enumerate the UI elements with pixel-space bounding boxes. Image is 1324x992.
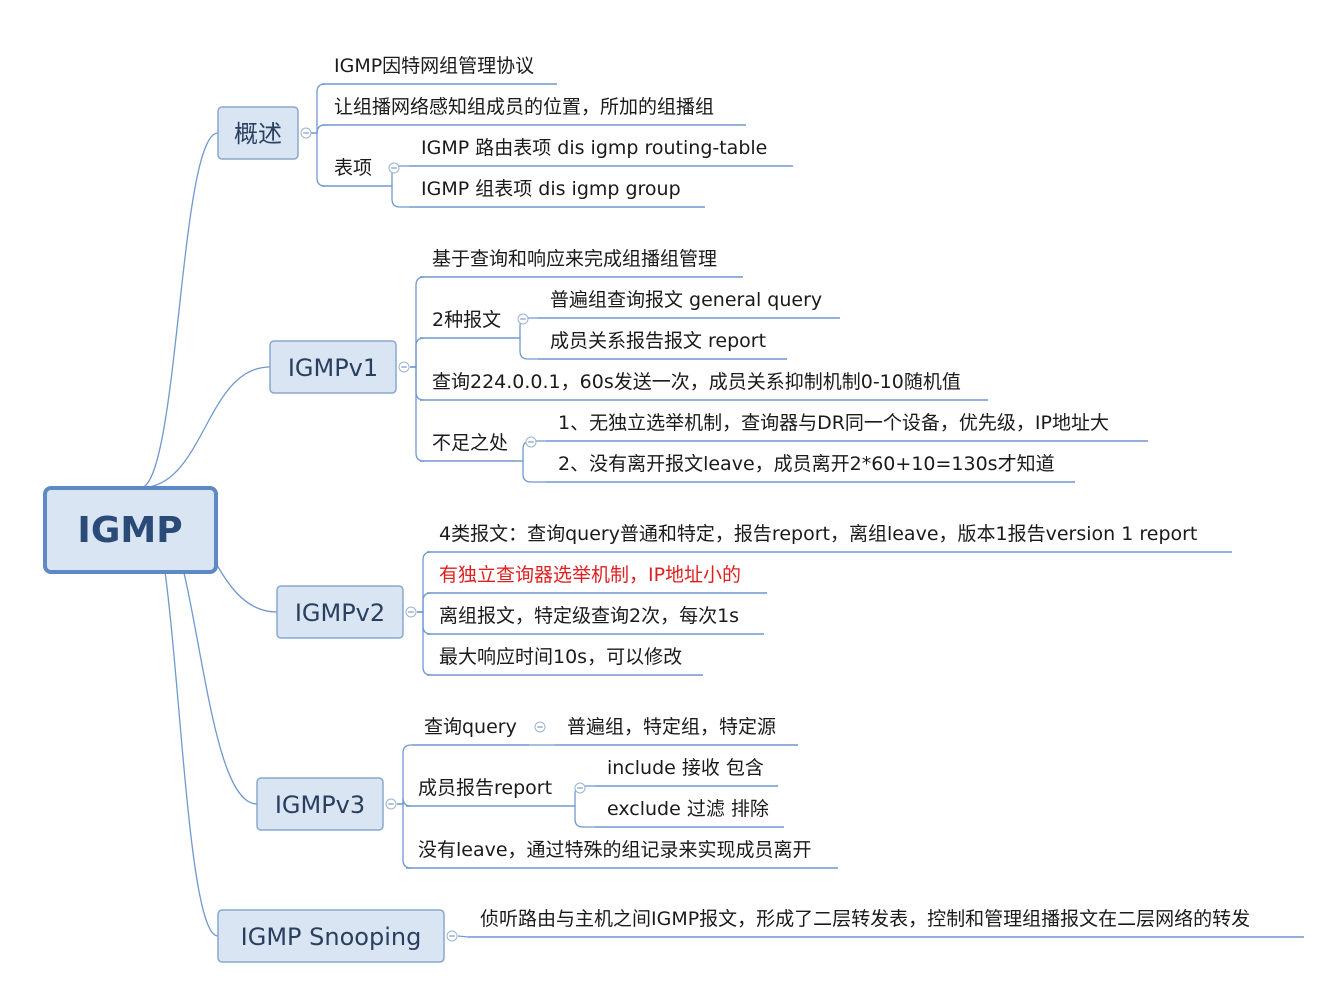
v1-connector-3 [410,366,425,462]
v1-shortcoming-0-label: 1、无独立选举机制，查询器与DR同一个设备，优先级，IP地址大 [558,412,1109,434]
root-connector-0 [139,132,219,489]
branch-collapse-toggle-2[interactable] [405,606,417,618]
v2-connector-0 [417,551,432,613]
v2-item-0-label: 4类报文：查询query普通和特定，报告report，离组leave，版本1报告… [439,523,1197,545]
v2-item-1-label: 有独立查询器选举机制，IP地址小的 [439,564,741,586]
branch-node-2[interactable]: IGMPv2 [276,585,404,639]
table-entries-collapse-toggle[interactable] [388,162,400,174]
v1-messages-collapse-toggle[interactable] [517,313,529,325]
overview-connector-1 [311,124,326,134]
v2-item-3-label: 最大响应时间10s，可以修改 [439,646,682,668]
branch-label-2: IGMPv2 [295,599,385,627]
branch-collapse-toggle-1[interactable] [398,361,410,373]
branch-label-4: IGMP Snooping [241,923,422,951]
branch-node-0[interactable]: 概述 [217,106,299,160]
v3-item-0-label: 查询query [424,716,517,738]
v2-item-2-label: 离组报文，特定级查询2次，每次1s [439,605,739,627]
v3-item-2-label: 没有leave，通过特殊的组记录来实现成员离开 [418,839,812,861]
v3-query-collapse-toggle[interactable] [534,721,546,733]
v1-item-1-label: 2种报文 [432,309,501,331]
v2-connector-1 [417,592,432,613]
root-label: IGMP [77,510,182,551]
v1-message-0-label: 普遍组查询报文 general query [550,289,822,311]
v3-connector-0 [397,744,412,805]
branch-label-0: 概述 [234,120,282,148]
branch-label-1: IGMPv1 [288,354,378,382]
overview-item-0-label: IGMP因特网组管理协议 [334,55,534,77]
branch-node-1[interactable]: IGMPv1 [269,340,397,394]
v1-connector-1 [410,337,425,368]
v3-report-collapse-toggle[interactable] [574,782,586,794]
underline-layer [322,83,1304,938]
root-connector-1 [139,366,271,489]
table-entry-0-label: IGMP 路由表项 dis igmp routing-table [421,137,767,159]
v3-query-type-0-label: 普遍组，特定组，特定源 [567,716,776,738]
v1-message-1-label: 成员关系报告报文 report [550,330,766,352]
v1-item-3-label: 不足之处 [432,432,508,454]
branch-collapse-toggle-4[interactable] [446,930,458,942]
table-entry-1-label: IGMP 组表项 dis igmp group [421,178,681,200]
root-node[interactable]: IGMP [43,486,218,574]
v3-connector-1 [397,797,412,807]
branch-node-3[interactable]: IGMPv3 [256,777,384,831]
branch-node-4[interactable]: IGMP Snooping [217,909,445,963]
overview-item-1-label: 让组播网络感知组成员的位置，所加的组播组 [334,96,714,118]
snooping-item-0-label: 侦听路由与主机之间IGMP报文，形成了二层转发表，控制和管理组播报文在二层网络的… [480,908,1250,930]
v3-connector-2 [397,803,412,869]
v1-item-2-label: 查询224.0.0.1，60s发送一次，成员关系抑制机制0-10随机值 [432,371,961,393]
v3-item-1-label: 成员报告report [418,777,552,799]
v1-connector-2 [410,366,425,401]
v1-item-0-label: 基于查询和响应来完成组播组管理 [432,248,717,270]
v1-shortcoming-connector-1 [517,460,546,483]
v1-message-connector-1 [514,337,538,360]
v2-connector-3 [417,611,432,676]
v1-shortcomings-collapse-toggle[interactable] [525,436,537,448]
v3-report-mode-1-label: exclude 过滤 排除 [607,798,769,820]
v1-connector-0 [410,276,425,368]
snooping-connector-0 [457,935,469,938]
overview-item-2-label: 表项 [334,157,372,179]
table-entry-connector-1 [386,185,409,208]
branch-collapse-toggle-3[interactable] [385,798,397,810]
v3-report-mode-connector-1 [569,805,595,828]
v1-shortcoming-1-label: 2、没有离开报文leave，成员离开2*60+10=130s才知道 [558,453,1055,475]
v2-connector-2 [417,611,432,635]
v3-report-mode-0-label: include 接收 包含 [607,757,764,779]
overview-connector-2 [311,132,326,187]
branch-collapse-toggle-0[interactable] [300,127,312,139]
branch-label-3: IGMPv3 [275,791,365,819]
